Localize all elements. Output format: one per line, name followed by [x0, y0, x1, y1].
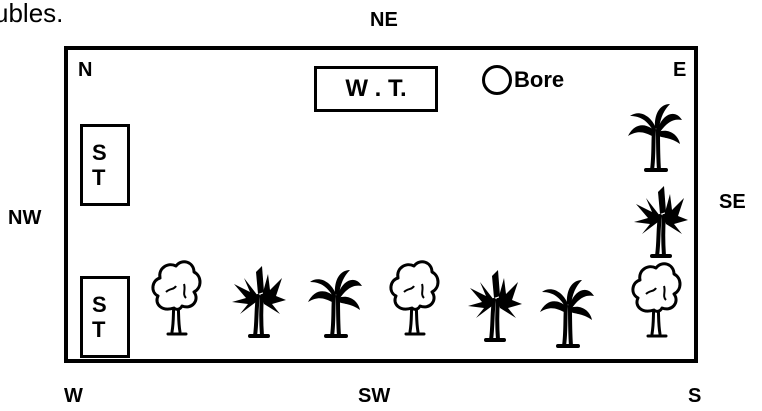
palm-tree-icon: [468, 270, 522, 342]
septic-tank-upper-line-2: T: [92, 165, 106, 190]
label-w: W: [64, 385, 83, 407]
bore-circle-icon: [482, 65, 512, 95]
label-se: SE: [719, 191, 746, 213]
septic-tank-upper-line-1: S: [92, 139, 107, 165]
label-nw: NW: [8, 207, 42, 229]
bore-label: Bore: [514, 67, 565, 92]
septic-tank-lower-line-2: T: [92, 317, 106, 342]
bushy-tree-icon: [389, 260, 440, 336]
water-tank-label: W . T.: [345, 75, 407, 102]
septic-tank-upper: S T: [80, 124, 130, 206]
palm-tree-icon: [634, 186, 688, 258]
palm-tree-icon: [308, 270, 362, 338]
label-sw: SW: [358, 385, 391, 407]
septic-tank-lower-line-1: S: [92, 291, 107, 317]
water-tank: W . T.: [314, 66, 438, 112]
label-e: E: [673, 59, 687, 81]
palm-tree-icon: [540, 280, 594, 348]
bushy-tree-icon: [151, 260, 202, 336]
palm-tree-icon: [232, 266, 286, 338]
palm-tree-icon: [628, 104, 682, 172]
caption-fragment: ubles.: [0, 0, 64, 28]
bore: Bore: [482, 65, 564, 95]
septic-tank-lower: S T: [80, 276, 130, 358]
label-n: N: [78, 59, 93, 81]
bushy-tree-icon: [631, 262, 682, 338]
site-plot: N E W . T. Bore S T S T: [64, 46, 698, 363]
label-ne: NE: [370, 9, 398, 31]
label-s: S: [688, 385, 702, 407]
